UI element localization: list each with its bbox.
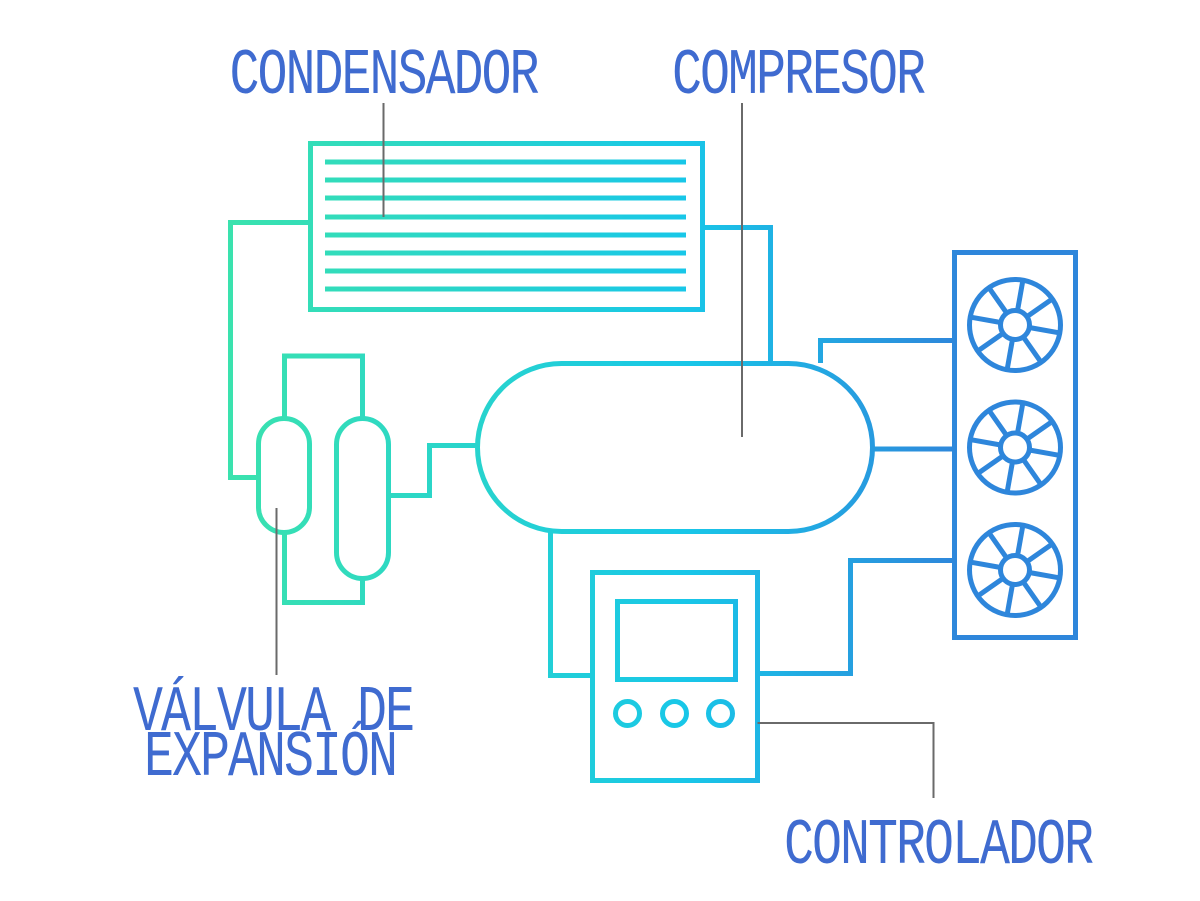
pipe-condenser-to-compressor [703, 225, 773, 363]
compressor-label: COMPRESOR [672, 40, 925, 113]
pipe-condenser-to-valve [228, 220, 310, 480]
equipment-and-pipes [228, 141, 1078, 783]
controller-button [706, 699, 735, 728]
expansion-valve-right-vessel [334, 416, 391, 581]
expansion-valve-top-bridge [282, 353, 365, 419]
pipe-compressor-top-to-fans [818, 338, 952, 363]
controller-screen [615, 599, 738, 682]
fan-unit-body [952, 250, 1078, 640]
controller-label: CONTROLADOR [784, 810, 1093, 883]
fan-bottom [970, 525, 1061, 616]
expansion-valve-label-line1: VÁLVULA DE [133, 676, 413, 750]
expansion-valve-left-vessel [256, 416, 312, 535]
condenser-body [308, 141, 705, 312]
expansion-valve-label-line2: EXPANSIÓN [144, 721, 396, 795]
pipe-valve-to-compressor [388, 443, 477, 498]
diagram-labels: CONDENSADOR COMPRESOR VÁLVULA DE EXPANSI… [133, 40, 1095, 883]
controller-button [613, 699, 642, 728]
pipe-compressor-to-controller [548, 531, 592, 678]
expansion-valve-bottom-bridge [282, 532, 365, 605]
controller-body [590, 570, 760, 783]
leader-controller [757, 722, 935, 798]
leader-lines [275, 103, 935, 798]
fan-top [970, 280, 1061, 371]
condenser-label: CONDENSADOR [230, 40, 539, 113]
compressor-body [475, 361, 875, 534]
fan-middle [970, 402, 1061, 493]
controller-button [660, 699, 689, 728]
pipe-controller-to-fans [757, 558, 952, 676]
